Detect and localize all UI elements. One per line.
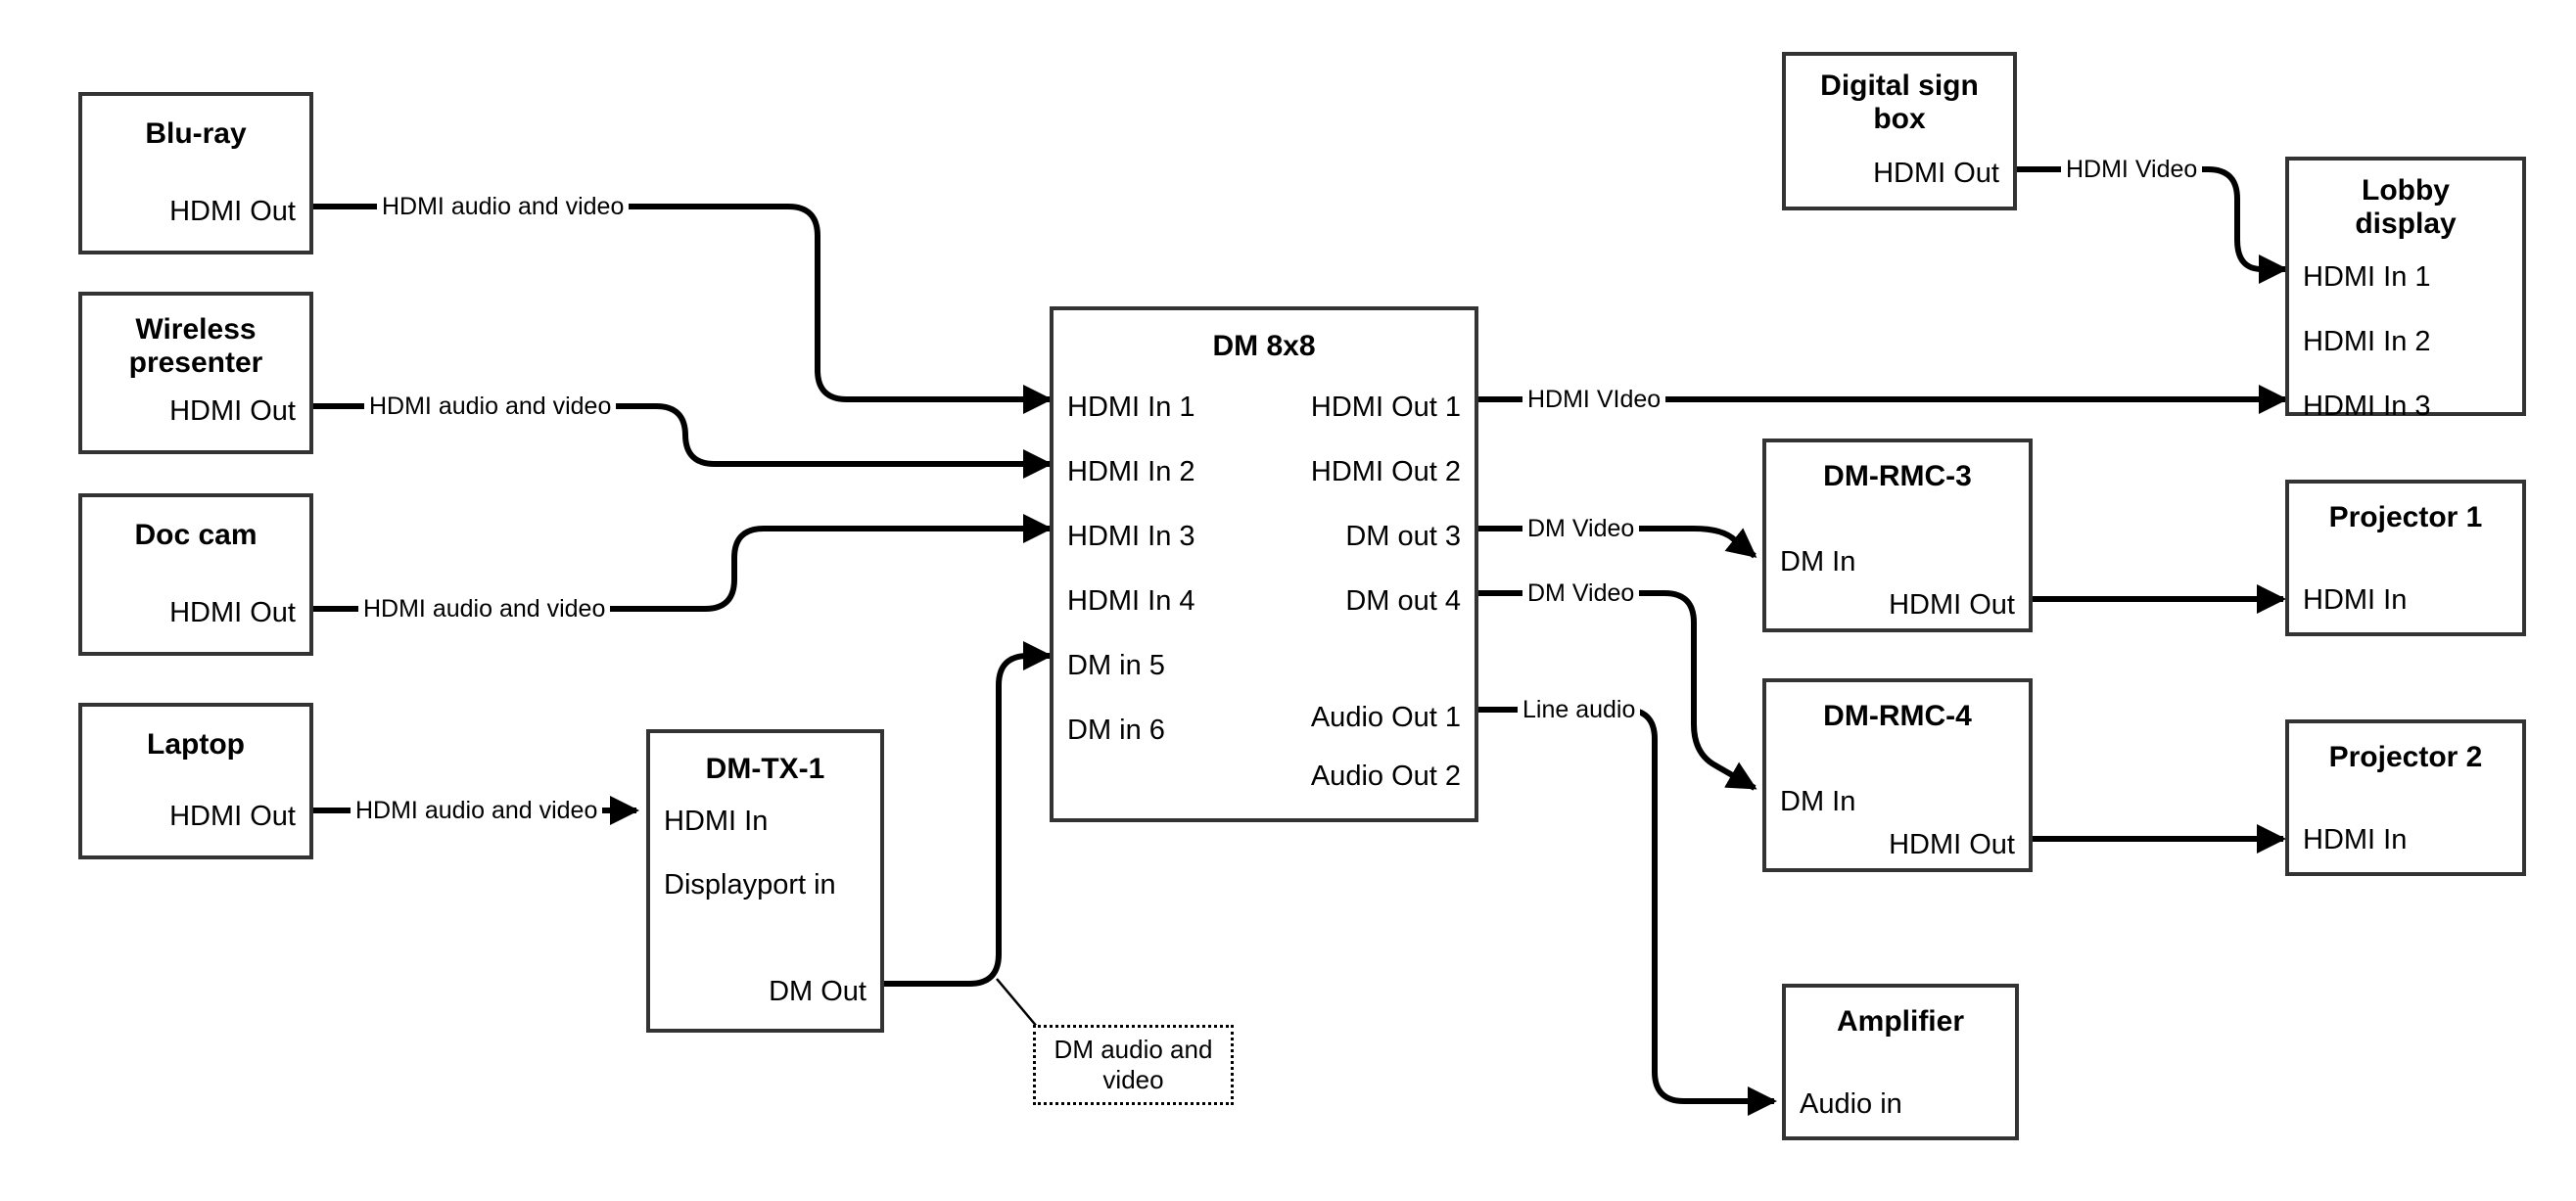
node-dm-8x8-port-dm-in-6: DM in 6 bbox=[1067, 715, 1165, 746]
node-dm-tx-1-port-displayport-in: Displayport in bbox=[664, 869, 836, 901]
wire-dm-out-4-to-dmrmc4 bbox=[1478, 590, 1757, 791]
node-doc-cam[interactable]: Doc cam HDMI Out bbox=[78, 493, 313, 656]
edge-label-doccam-to-dm: HDMI audio and video bbox=[358, 597, 611, 622]
node-dm-8x8-port-hdmi-out-1: HDMI Out 1 bbox=[1310, 392, 1461, 423]
node-lobby-display-title-line1: Lobby bbox=[2362, 174, 2450, 207]
node-dm-8x8-port-audio-out-2: Audio Out 2 bbox=[1310, 761, 1461, 792]
node-bluray[interactable]: Blu-ray HDMI Out bbox=[78, 92, 313, 254]
edge-label-audio-out-1: Line audio bbox=[1518, 698, 1641, 722]
node-amplifier[interactable]: Amplifier Audio in bbox=[1782, 984, 2019, 1140]
node-laptop-port-hdmi-out: HDMI Out bbox=[169, 801, 296, 832]
node-dm-tx-1-port-dm-out: DM Out bbox=[769, 976, 866, 1007]
node-projector-1-title: Projector 1 bbox=[2328, 501, 2483, 533]
node-bluray-port-hdmi-out: HDMI Out bbox=[169, 196, 296, 227]
edge-label-dm-out-3: DM Video bbox=[1522, 517, 1640, 541]
node-dm-8x8[interactable]: DM 8x8 HDMI In 1 HDMI In 2 HDMI In 3 HDM… bbox=[1050, 306, 1478, 822]
node-amplifier-title: Amplifier bbox=[1836, 1005, 1965, 1038]
node-dm-8x8-port-dm-in-5: DM in 5 bbox=[1067, 650, 1165, 681]
node-dm-8x8-port-hdmi-in-2: HDMI In 2 bbox=[1067, 456, 1195, 487]
node-projector-1[interactable]: Projector 1 HDMI In bbox=[2285, 480, 2526, 636]
node-wireless-presenter[interactable]: Wireless presenter HDMI Out bbox=[78, 292, 313, 454]
node-digital-sign-box-title: Digital sign box bbox=[1786, 69, 2013, 135]
node-lobby-display-title-line2: display bbox=[2355, 207, 2457, 240]
node-digital-sign-box-title-line1: Digital sign bbox=[1820, 69, 1979, 102]
edge-label-signbox-to-lobby: HDMI Video bbox=[2061, 158, 2203, 182]
node-dm-8x8-port-hdmi-in-3: HDMI In 3 bbox=[1067, 521, 1195, 552]
node-lobby-display[interactable]: Lobby display HDMI In 1 HDMI In 2 HDMI I… bbox=[2285, 157, 2526, 421]
node-laptop-title: Laptop bbox=[147, 728, 245, 761]
node-digital-sign-box[interactable]: Digital sign box HDMI Out bbox=[1782, 52, 2017, 210]
node-dm-8x8-title: DM 8x8 bbox=[1212, 330, 1316, 362]
node-dm-8x8-port-hdmi-out-2: HDMI Out 2 bbox=[1310, 456, 1461, 487]
edge-label-wireless-to-dm: HDMI audio and video bbox=[364, 394, 617, 419]
node-wireless-presenter-port-hdmi-out: HDMI Out bbox=[169, 395, 296, 427]
callout-leader-line bbox=[996, 978, 1039, 1029]
node-dm-tx-1[interactable]: DM-TX-1 HDMI In Displayport in DM Out bbox=[646, 729, 884, 1033]
node-wireless-presenter-title: Wireless presenter bbox=[128, 313, 263, 379]
node-bluray-title: Blu-ray bbox=[145, 117, 247, 150]
node-lobby-display-port-hdmi-in-1: HDMI In 1 bbox=[2303, 261, 2431, 293]
node-dm-8x8-port-dm-out-3: DM out 3 bbox=[1345, 521, 1461, 552]
node-dm-rmc-4[interactable]: DM-RMC-4 DM In HDMI Out bbox=[1762, 678, 2033, 872]
node-dm-8x8-port-dm-out-4: DM out 4 bbox=[1345, 585, 1461, 617]
edge-label-hdmi-out-1: HDMI VIdeo bbox=[1522, 388, 1666, 412]
node-dm-rmc-3-title: DM-RMC-3 bbox=[1823, 460, 1972, 492]
edge-label-laptop-to-dmtx1: HDMI audio and video bbox=[351, 799, 603, 823]
node-lobby-display-title: Lobby display bbox=[2289, 174, 2522, 240]
edge-label-bluray-to-dm: HDMI audio and video bbox=[377, 195, 630, 219]
node-projector-2[interactable]: Projector 2 HDMI In bbox=[2285, 719, 2526, 876]
node-dm-rmc-3-port-hdmi-out: HDMI Out bbox=[1889, 589, 2015, 621]
wire-audio-out-1-to-amplifier bbox=[1478, 707, 1777, 1116]
node-laptop[interactable]: Laptop HDMI Out bbox=[78, 703, 313, 859]
node-doc-cam-port-hdmi-out: HDMI Out bbox=[169, 597, 296, 628]
node-dm-rmc-4-port-hdmi-out: HDMI Out bbox=[1889, 829, 2015, 860]
node-projector-1-port-hdmi-in: HDMI In bbox=[2303, 584, 2408, 616]
node-digital-sign-box-port-hdmi-out: HDMI Out bbox=[1873, 158, 1999, 189]
node-dm-tx-1-port-hdmi-in: HDMI In bbox=[664, 806, 769, 837]
callout-dm-audio-and-video: DM audio and video bbox=[1033, 1025, 1234, 1105]
node-digital-sign-box-title-line2: box bbox=[1873, 102, 1926, 135]
node-dm-tx-1-title: DM-TX-1 bbox=[705, 753, 825, 785]
wire-bluray-to-dm-hdmi-in-1 bbox=[311, 204, 1053, 414]
node-dm-8x8-port-hdmi-in-1: HDMI In 1 bbox=[1067, 392, 1195, 423]
node-amplifier-port-audio-in: Audio in bbox=[1800, 1088, 1902, 1120]
node-dm-8x8-port-audio-out-1: Audio Out 1 bbox=[1310, 702, 1461, 733]
wire-signbox-to-lobby-hdmi-in-1 bbox=[2017, 166, 2288, 284]
node-dm-8x8-port-hdmi-in-4: HDMI In 4 bbox=[1067, 585, 1195, 617]
node-lobby-display-port-hdmi-in-2: HDMI In 2 bbox=[2303, 326, 2431, 357]
node-dm-rmc-3[interactable]: DM-RMC-3 DM In HDMI Out bbox=[1762, 439, 2033, 632]
node-dm-rmc-3-port-dm-in: DM In bbox=[1780, 546, 1856, 577]
edge-label-dm-out-4: DM Video bbox=[1522, 581, 1640, 606]
node-lobby-display-port-hdmi-in-3: HDMI In 3 bbox=[2303, 391, 2431, 422]
wire-dmtx1-to-dm-in-5 bbox=[884, 641, 1053, 987]
node-doc-cam-title: Doc cam bbox=[134, 519, 258, 551]
node-dm-rmc-4-title: DM-RMC-4 bbox=[1823, 700, 1972, 732]
node-dm-rmc-4-port-dm-in: DM In bbox=[1780, 786, 1856, 817]
node-projector-2-port-hdmi-in: HDMI In bbox=[2303, 824, 2408, 855]
node-projector-2-title: Projector 2 bbox=[2328, 741, 2483, 773]
